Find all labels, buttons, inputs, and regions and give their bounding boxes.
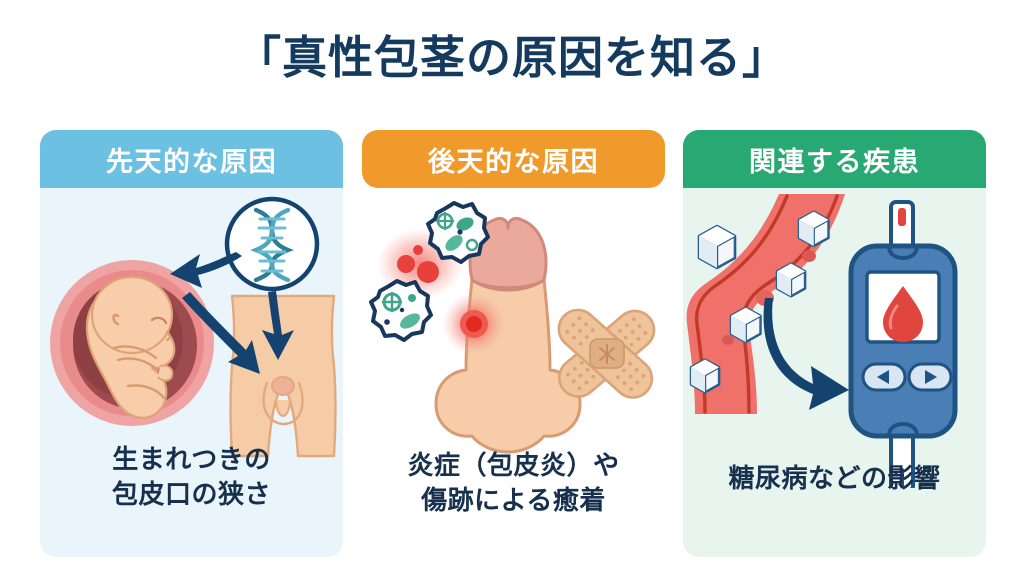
card-header-congenital: 先天的な原因 — [40, 130, 343, 188]
glucose-meter-icon — [848, 200, 958, 488]
sugar-cube-icon — [797, 210, 830, 248]
card-header-acquired: 後天的な原因 — [362, 130, 665, 188]
card-caption-congenital: 生まれつきの 包皮口の狭さ — [40, 442, 343, 511]
meter-button-right — [907, 362, 953, 392]
illustration-acquired — [362, 188, 665, 488]
caption-line-2: 傷跡による癒着 — [421, 484, 606, 515]
sugar-cube-icon — [689, 358, 721, 394]
card-header-label-congenital: 先天的な原因 — [106, 146, 277, 177]
meter-button-left — [861, 362, 907, 392]
caption-line-1: 生まれつきの — [112, 444, 271, 475]
card-caption-acquired: 炎症（包皮炎）や 傷跡による癒着 — [362, 448, 665, 517]
caption-line-2: 包皮口の狭さ — [111, 478, 271, 509]
inflammation-spot — [442, 292, 506, 356]
sugar-cube-icon — [697, 224, 737, 270]
bacteria-icon-upper — [426, 201, 490, 264]
card-caption-related-diseases: 糖尿病などの影響 — [683, 461, 986, 495]
caption-line-1: 糖尿病などの影響 — [728, 462, 941, 493]
lower-body-anatomy-icon — [229, 294, 337, 458]
card-related-diseases: 関連する疾患 — [683, 130, 986, 557]
caption-line-1: 炎症（包皮炎）や — [407, 450, 620, 481]
blood-drop-icon — [883, 286, 923, 342]
arrow-dna-to-womb — [170, 252, 242, 288]
card-congenital: 先天的な原因 — [40, 130, 343, 557]
dna-helix-icon — [224, 196, 320, 292]
arrow-vessel-to-meter — [763, 298, 849, 410]
arrow-womb-to-body — [182, 292, 260, 374]
sugar-cube-icon — [729, 306, 762, 344]
crossed-bandage-icon — [557, 308, 656, 399]
card-acquired: 後天的な原因 — [362, 130, 665, 557]
arrow-dna-to-body — [262, 291, 294, 360]
sugar-cube-icon — [775, 262, 807, 298]
card-header-related-diseases: 関連する疾患 — [683, 130, 986, 188]
illustration-related-diseases — [683, 188, 986, 488]
fetus-in-womb-icon — [50, 260, 214, 426]
illustration-congenital — [40, 188, 343, 488]
page-title: 「真性包茎の原因を知る」 — [235, 32, 788, 83]
sugar-cubes-group — [689, 210, 830, 394]
bacteria-icon-lower — [369, 279, 433, 342]
card-header-label-related-diseases: 関連する疾患 — [749, 146, 920, 177]
card-header-label-acquired: 後天的な原因 — [428, 146, 599, 177]
